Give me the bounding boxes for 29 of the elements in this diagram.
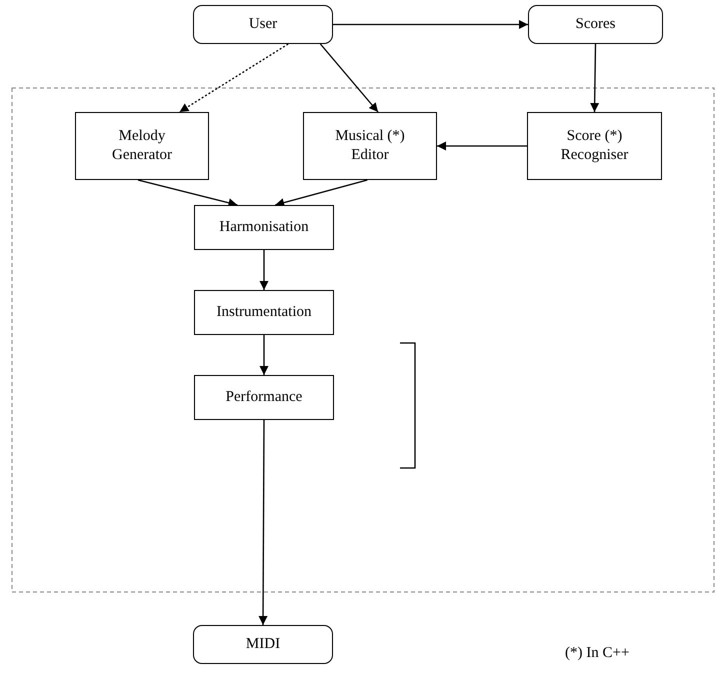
- node-label: Musical (*) Editor: [334, 127, 406, 165]
- arrow: [275, 179, 368, 207]
- terminal-box: [193, 5, 333, 44]
- node-label: MIDI: [246, 635, 280, 654]
- terminal-box: [193, 625, 333, 664]
- process-box: [194, 205, 334, 250]
- arrow: [260, 250, 268, 290]
- node-label: Performance: [226, 388, 302, 407]
- arrow: [138, 179, 238, 208]
- arrow: [333, 20, 528, 29]
- node-label: Melody Generator: [111, 127, 173, 165]
- node-label: Harmonisation: [219, 218, 309, 237]
- arrow: [320, 44, 379, 112]
- node-label: Instrumentation: [216, 303, 312, 322]
- arrow: [437, 142, 527, 150]
- process-box: [194, 375, 334, 420]
- node-label: Scores: [576, 15, 616, 34]
- node-label: Score (*) Recogniser: [560, 127, 630, 165]
- arrow: [258, 420, 268, 625]
- footnote: (*) In C++: [565, 645, 630, 662]
- process-box: [194, 290, 334, 335]
- process-box: [75, 112, 209, 180]
- process-box: [303, 112, 437, 180]
- process-box: [527, 112, 662, 180]
- dotted-arrow: [179, 43, 289, 113]
- arrow: [590, 44, 600, 112]
- node-label: User: [248, 15, 278, 34]
- arrow: [260, 335, 268, 375]
- terminal-box: [528, 5, 663, 44]
